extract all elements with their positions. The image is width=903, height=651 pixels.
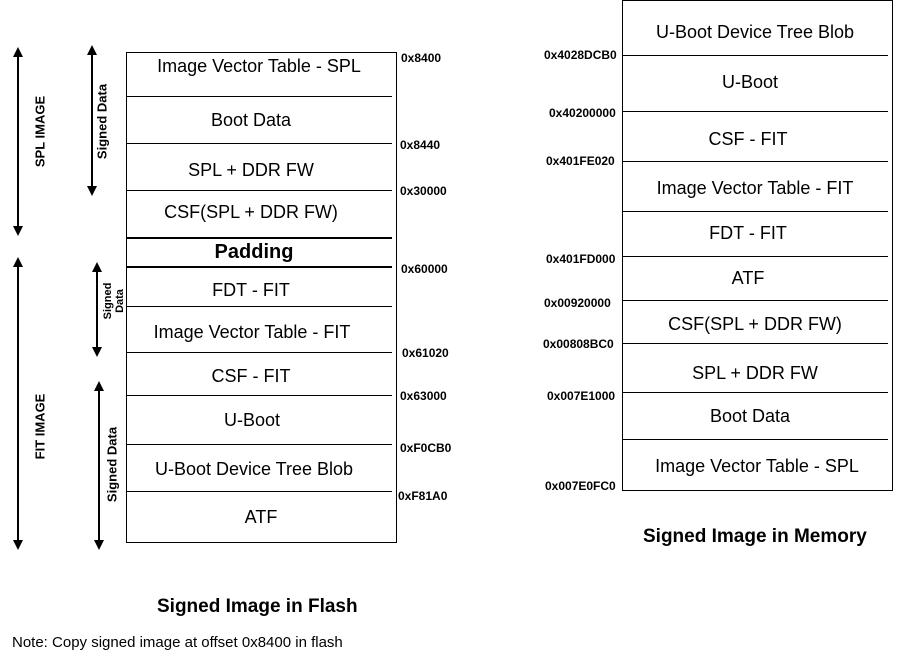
flash-segment-u-boot: U-Boot [223,410,281,430]
memory-segment-ivt-fit: Image Vector Table - FIT [656,178,854,198]
memory-address: 0x4028DCB0 [544,48,617,62]
flash-segment-ivt-spl: Image Vector Table - SPL [157,56,361,76]
flash-address: 0x61020 [402,346,449,360]
flash-segment-atf: ATF [244,507,278,527]
fit-image-label: FIT IMAGE [32,393,48,460]
signed-data-label-3: Signed Data [104,426,120,503]
memory-segment-spl-ddr-fw: SPL + DDR FW [692,363,818,383]
memory-image-box [622,0,893,491]
flash-divider [126,190,392,191]
memory-segment-fdt-fit: FDT - FIT [709,223,787,243]
flash-segment-csf-fit: CSF - FIT [211,366,291,386]
flash-address: 0x30000 [400,184,447,198]
memory-segment-csf-spl: CSF(SPL + DDR FW) [668,314,842,334]
memory-divider [622,211,888,212]
memory-address: 0x401FD000 [546,252,616,266]
flash-segment-boot-data: Boot Data [210,110,292,130]
memory-address: 0x401FE020 [546,154,615,168]
flash-divider [126,96,392,97]
flash-caption: Signed Image in Flash [157,596,358,617]
memory-address: 0x00920000 [544,296,611,310]
signed-data-label-1: Signed Data [94,83,110,160]
memory-divider [622,300,888,301]
flash-address: 0xF81A0 [398,489,448,503]
flash-address: 0xF0CB0 [400,441,452,455]
memory-segment-atf: ATF [731,268,765,288]
memory-divider [622,343,888,344]
flash-segment-fdt-fit: FDT - FIT [212,280,290,300]
signed-data-label-2: Signed Data [102,282,126,320]
flash-image-box [126,52,397,543]
memory-address: 0x007E1000 [547,389,616,403]
memory-segment-boot-data: Boot Data [709,406,791,426]
memory-divider [622,392,888,393]
flash-segment-u-boot-dtb: U-Boot Device Tree Blob [154,459,354,479]
memory-address: 0x40200000 [549,106,616,120]
flash-address: 0x8440 [400,138,441,152]
flash-address: 0x8400 [401,51,442,65]
memory-segment-ivt-spl: Image Vector Table - SPL [655,456,859,476]
flash-divider [126,306,392,307]
flash-divider-padding-bottom [126,266,392,268]
flash-note: Note: Copy signed image at offset 0x8400… [12,634,343,651]
memory-divider [622,55,888,56]
flash-address: 0x60000 [401,262,448,276]
flash-divider [126,444,392,445]
memory-address: 0x00808BC0 [543,337,614,351]
flash-segment-spl-ddr-fw: SPL + DDR FW [188,160,314,180]
flash-address: 0x63000 [400,389,447,403]
memory-segment-u-boot: U-Boot [721,72,779,92]
memory-divider [622,439,888,440]
flash-segment-csf-spl: CSF(SPL + DDR FW) [164,202,338,222]
spl-image-label: SPL IMAGE [32,95,48,168]
memory-segment-u-boot-dtb: U-Boot Device Tree Blob [655,22,855,42]
flash-segment-padding: Padding [214,241,294,263]
flash-segment-ivt-fit: Image Vector Table - FIT [153,322,351,342]
memory-address: 0x007E0FC0 [545,479,616,493]
flash-divider-padding-top [126,237,392,239]
memory-divider [622,256,888,257]
memory-caption: Signed Image in Memory [643,526,867,547]
flash-divider [126,352,392,353]
flash-divider [126,491,392,492]
flash-divider [126,395,392,396]
memory-divider [622,111,888,112]
memory-divider [622,161,888,162]
flash-divider [126,143,392,144]
memory-segment-csf-fit: CSF - FIT [708,129,788,149]
